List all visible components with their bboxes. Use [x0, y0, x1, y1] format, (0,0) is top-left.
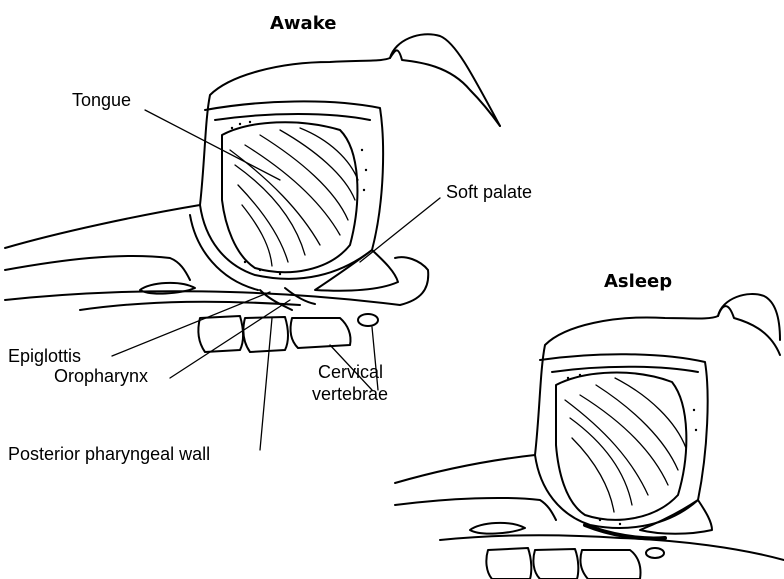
posterior-pharyngeal-wall-label: Posterior pharyngeal wall: [8, 444, 210, 465]
asleep-cervical-vertebrae: [486, 548, 664, 579]
tongue-leader: [145, 110, 280, 180]
asleep-soft-palate: [640, 500, 712, 534]
tongue-label: Tongue: [72, 90, 131, 111]
cervical-vertebrae-label-line1: Cervical: [318, 362, 383, 383]
asleep-title: Asleep: [604, 272, 672, 293]
soft-palate-label: Soft palate: [446, 182, 532, 203]
asleep-tongue: [556, 373, 686, 520]
asleep-head-section: [395, 294, 784, 579]
awake-soft-palate: [315, 250, 398, 291]
awake-tongue: [222, 122, 357, 272]
leader-lines: [112, 110, 440, 450]
cervical-vertebrae-label-line2: vertebrae: [312, 384, 388, 405]
oropharynx-label: Oropharynx: [54, 366, 148, 387]
awake-cervical-vertebrae: [198, 314, 378, 352]
awake-head-section: [5, 34, 500, 352]
awake-title: Awake: [270, 14, 336, 35]
posterior-wall-leader: [260, 318, 272, 450]
oropharynx-leader: [170, 300, 290, 378]
soft-palate-leader: [360, 198, 440, 262]
epiglottis-label: Epiglottis: [8, 346, 81, 367]
